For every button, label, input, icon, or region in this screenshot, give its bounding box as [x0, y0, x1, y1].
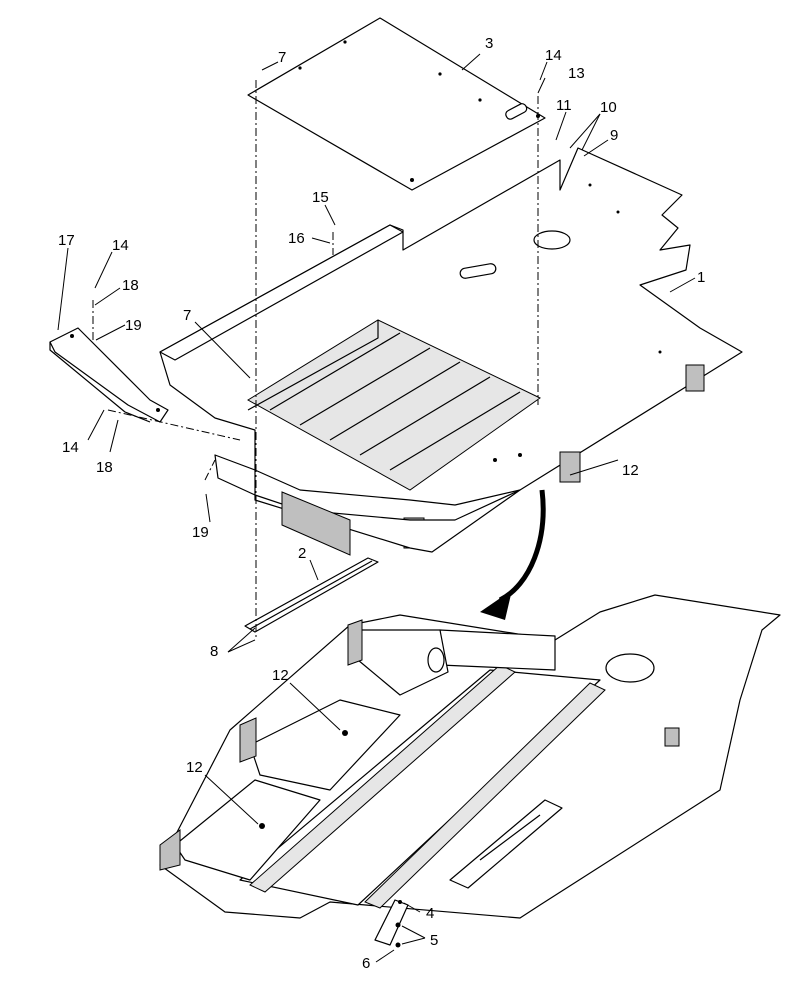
callout-2: 2 — [298, 545, 306, 562]
floor-pan — [159, 147, 743, 556]
callout-3: 3 — [485, 35, 493, 52]
assembly-lines — [92, 80, 539, 640]
callout-17: 17 — [58, 232, 75, 249]
floor-pan-underside — [159, 594, 781, 948]
callout-11: 11 — [556, 97, 572, 114]
callout-7-mid: 7 — [183, 307, 191, 324]
callout-16: 16 — [288, 230, 305, 247]
callout-12-bottom-b: 12 — [186, 759, 203, 776]
callout-18-left: 18 — [122, 277, 139, 294]
callout-8: 8 — [210, 643, 218, 660]
side-rail — [244, 557, 379, 633]
callout-1: 1 — [697, 269, 705, 286]
side-bracket — [49, 327, 169, 423]
leader-lines — [57, 53, 696, 963]
callout-labels: 3 7 14 13 11 10 9 15 16 17 14 18 19 1 7 … — [58, 35, 705, 972]
callout-14-low: 14 — [62, 439, 79, 456]
callout-15: 15 — [312, 189, 329, 206]
callout-10: 10 — [600, 99, 617, 116]
callout-4: 4 — [426, 905, 434, 922]
callout-5: 5 — [430, 932, 438, 949]
callout-13: 13 — [568, 65, 585, 82]
callout-19-left: 19 — [125, 317, 142, 334]
view-arrow — [480, 489, 546, 620]
cover-plate — [247, 17, 546, 191]
callout-19-low: 19 — [192, 524, 209, 541]
callout-6: 6 — [362, 955, 370, 972]
callout-9: 9 — [610, 127, 618, 144]
callout-18-low: 18 — [96, 459, 113, 476]
callout-14-top: 14 — [545, 47, 562, 64]
callout-12-top: 12 — [622, 462, 639, 479]
callout-14-left: 14 — [112, 237, 129, 254]
callout-12-bottom-a: 12 — [272, 667, 289, 684]
callout-7-top: 7 — [278, 49, 286, 66]
